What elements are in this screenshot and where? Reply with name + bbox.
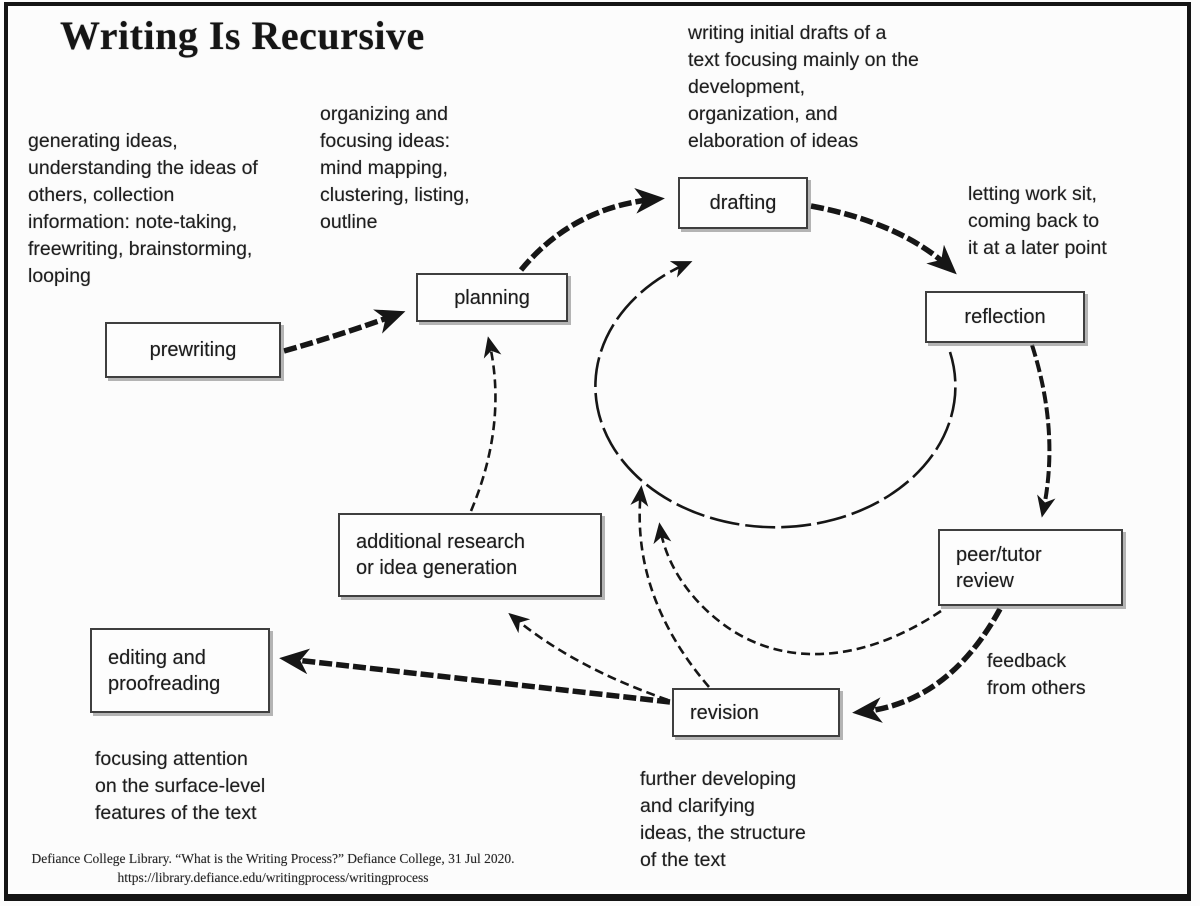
arrow-peer-review-recursive-up — [653, 522, 942, 656]
citation: Defiance College Library. “What is the W… — [22, 849, 524, 887]
revision-note: further developing and clarifying ideas,… — [640, 768, 806, 871]
arrow-additional-research-to-planning — [469, 336, 502, 512]
node-reflection: reflection — [925, 291, 1085, 343]
drafting-note: writing initial drafts of a text focusin… — [688, 22, 919, 152]
peer-review-note: feedback from others — [987, 650, 1086, 699]
arrow-recursive-circle-to-drafting — [594, 261, 957, 529]
node-planning: planning — [416, 273, 568, 322]
page-title: Writing Is Recursive — [60, 13, 425, 58]
node-additional-research: additional research or idea generation — [338, 513, 602, 597]
arrow-planning-to-drafting — [518, 188, 665, 272]
citation-line-2: https://library.defiance.edu/writingproc… — [117, 870, 429, 885]
arrow-revision-to-editing — [279, 648, 671, 705]
arrow-revision-to-additional-research — [508, 612, 669, 702]
prewriting-note: generating ideas, understanding the idea… — [28, 130, 258, 287]
arrow-peer-review-to-revision — [852, 607, 1003, 723]
node-prewriting: prewriting — [105, 322, 281, 378]
node-revision: revision — [672, 688, 840, 737]
reflection-note: letting work sit, coming back to it at a… — [968, 183, 1107, 259]
node-drafting: drafting — [678, 177, 808, 229]
planning-note: organizing and focusing ideas: mind mapp… — [320, 103, 470, 233]
arrow-prewriting-to-planning — [283, 309, 406, 354]
node-peer-tutor-review: peer/tutor review — [938, 529, 1123, 606]
editing-note: focusing attention on the surface-level … — [95, 748, 266, 824]
arrow-revision-recursive-up — [630, 485, 710, 688]
arrow-drafting-to-reflection — [810, 203, 957, 275]
arrow-reflection-to-peer-review — [1030, 344, 1056, 518]
citation-line-1: Defiance College Library. “What is the W… — [31, 851, 515, 866]
node-editing-proofreading: editing and proofreading — [90, 628, 270, 713]
